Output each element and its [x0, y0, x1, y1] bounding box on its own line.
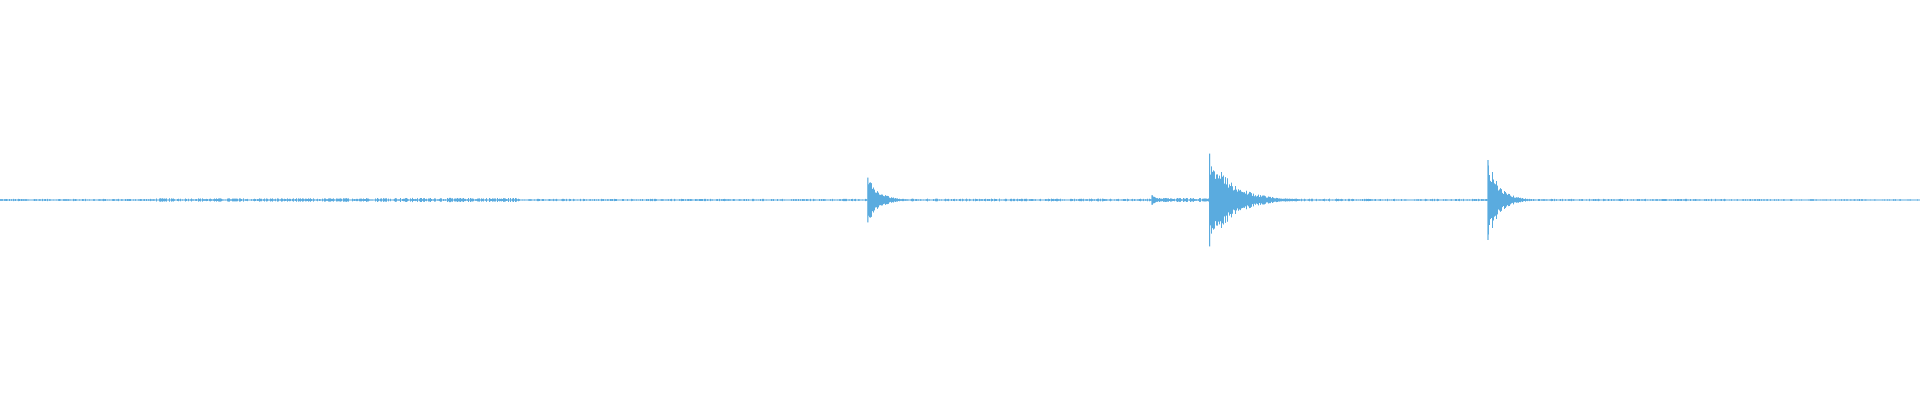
waveform-series	[0, 153, 1920, 247]
waveform-amplitude	[0, 165, 1920, 235]
